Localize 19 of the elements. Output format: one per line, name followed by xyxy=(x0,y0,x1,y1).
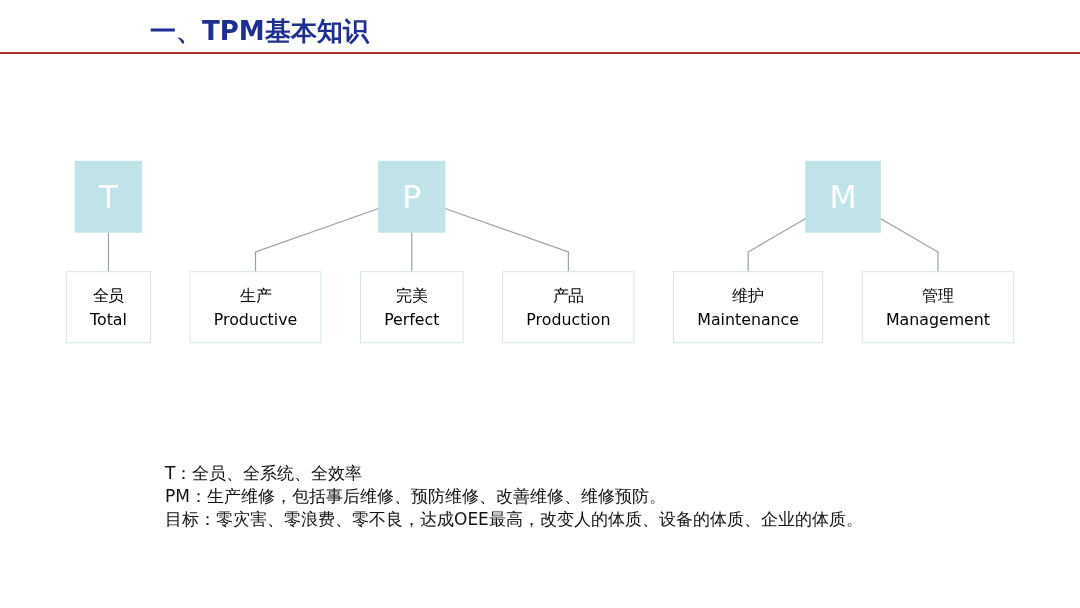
node-box: T xyxy=(74,160,143,233)
connector xyxy=(444,207,569,273)
node-box: M xyxy=(805,160,881,233)
node-box: 全员 Total xyxy=(65,271,151,344)
node-box: P xyxy=(378,160,446,233)
slide-title: 一、TPM基本知识 xyxy=(150,15,369,48)
connector xyxy=(107,231,110,273)
connector xyxy=(254,207,380,273)
connector xyxy=(411,231,413,273)
node-box: 完美 Perfect xyxy=(360,271,464,344)
note-text: 目标：零灾害、零浪费、零不良，达成OEE最高，改变人的体质、设备的体质、企业的体质。 xyxy=(165,508,864,531)
node-box: 生产 Productive xyxy=(189,271,322,344)
node-box: 维护 Maintenance xyxy=(673,271,824,344)
connector xyxy=(747,217,807,273)
connector xyxy=(879,217,939,273)
note-text: PM：生产维修，包括事后维修、预防维修、改善维修、维修预防。 xyxy=(165,485,667,508)
note-text: T：全员、全系统、全效率 xyxy=(165,462,364,485)
node-box: 管理 Management xyxy=(861,271,1015,344)
node-box: 产品 Production xyxy=(502,271,635,344)
